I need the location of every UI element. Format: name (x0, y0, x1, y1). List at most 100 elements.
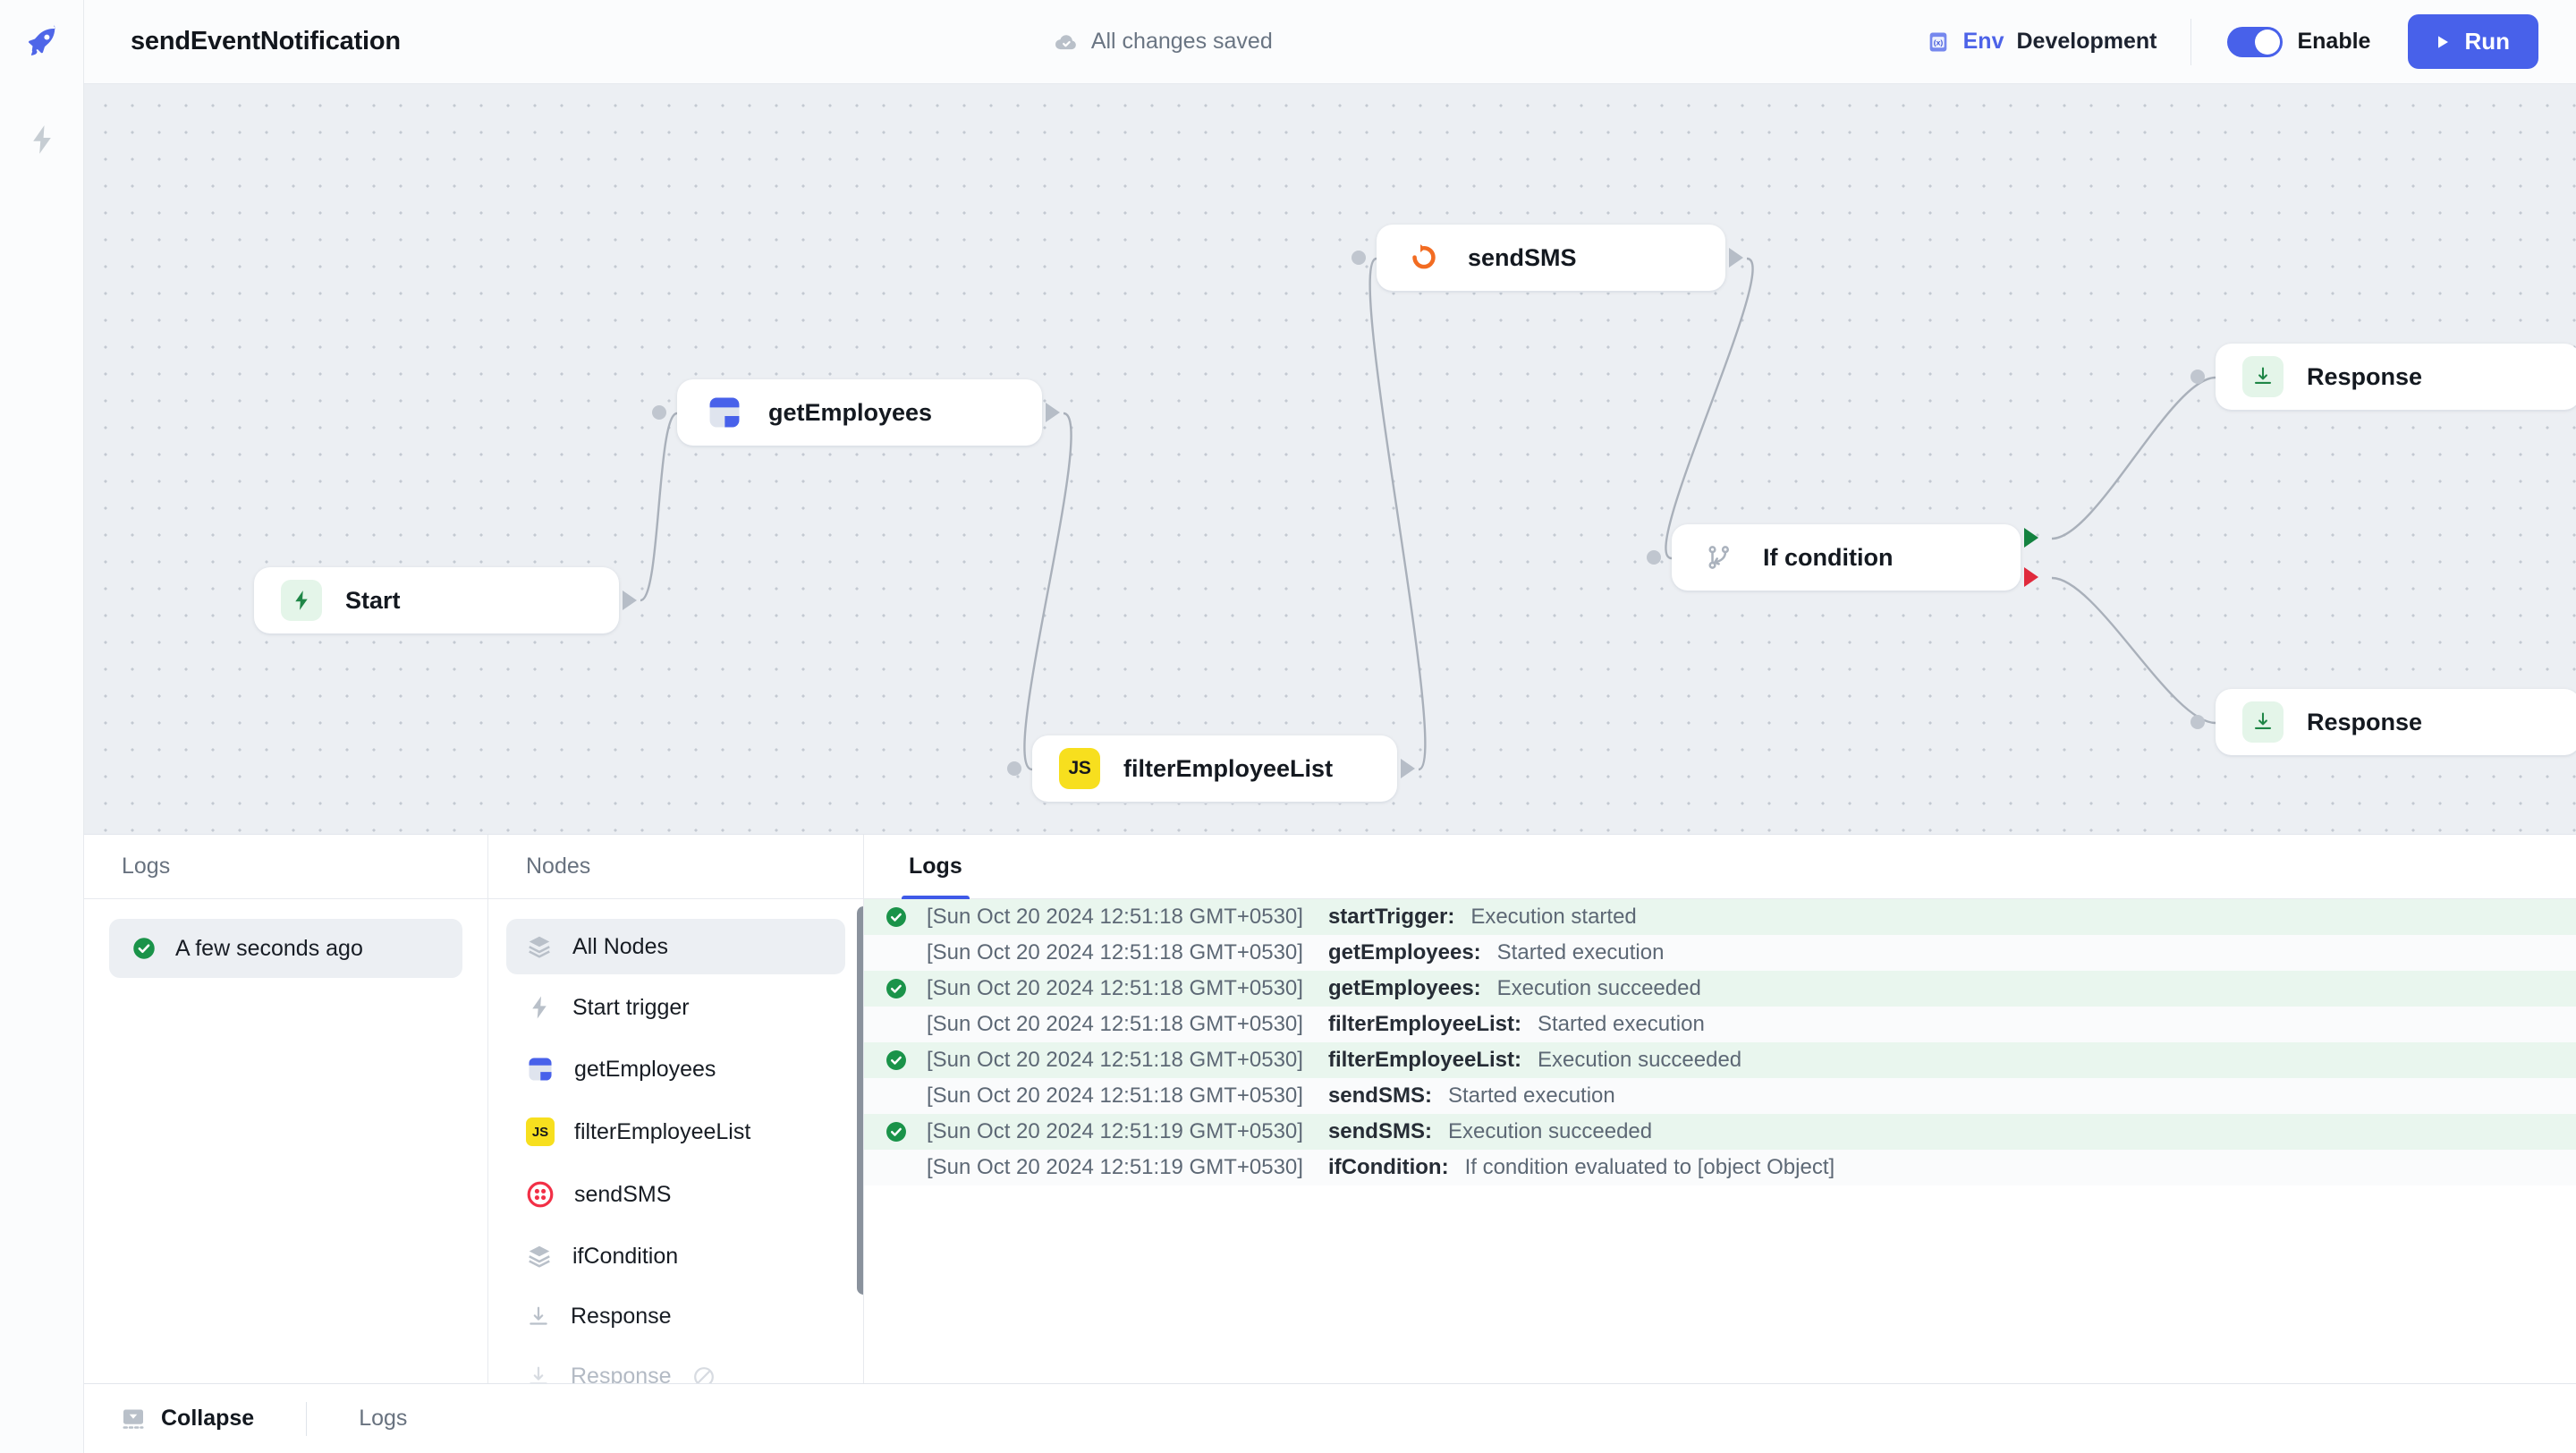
node-list-item-all-nodes[interactable]: All Nodes (506, 919, 845, 974)
main-area: Start getEmployees (0, 84, 2576, 1453)
disabled-icon (693, 1366, 714, 1383)
canvas-node-ifcondition[interactable]: If condition (1647, 524, 2038, 591)
log-node-name: filterEmployeeList: (1327, 1012, 1521, 1036)
canvas-node-label: sendSMS (1468, 243, 1577, 271)
sidebar-item-triggers[interactable] (17, 115, 67, 165)
node-list-item-label: All Nodes (572, 933, 668, 959)
twilio-icon (527, 1181, 554, 1208)
variable-icon: (x) (1929, 32, 1946, 51)
logs-panel: Logs [Sun Oct 20 2024 12:51:18 GMT+0530]… (864, 835, 2576, 1383)
enable-toggle-label: Enable (2297, 29, 2371, 54)
lightning-bolt-icon (281, 580, 322, 621)
log-message: Started execution (1538, 1012, 1705, 1036)
logs-panel-body[interactable]: [Sun Oct 20 2024 12:51:18 GMT+0530] star… (864, 899, 2576, 1383)
canvas-node-label: If condition (1763, 543, 1894, 571)
log-message: Execution succeeded (1496, 976, 1701, 1000)
log-row: [Sun Oct 20 2024 12:51:18 GMT+0530] filt… (864, 1042, 2576, 1078)
node-input-port[interactable] (2190, 370, 2205, 384)
log-row: [Sun Oct 20 2024 12:51:18 GMT+0530] filt… (864, 1007, 2576, 1042)
nodes-list: All Nodes Start trigger (488, 899, 863, 1383)
svg-text:(x): (x) (1933, 38, 1943, 47)
canvas-node-start[interactable]: Start (254, 567, 637, 633)
node-output-arrow[interactable] (1401, 759, 1415, 778)
canvas-node-filteremployeelist[interactable]: JS filterEmployeeList (1007, 735, 1415, 802)
toggle-knob (2255, 29, 2281, 55)
log-message: Execution succeeded (1447, 1119, 1653, 1143)
runs-panel-body: A few seconds ago (84, 899, 487, 1383)
node-list-item-getemployees[interactable]: getEmployees (506, 1041, 845, 1098)
log-row: [Sun Oct 20 2024 12:51:19 GMT+0530] ifCo… (864, 1150, 2576, 1185)
canvas-node-label: getEmployees (768, 398, 933, 426)
canvas-node-getemployees[interactable]: getEmployees (652, 379, 1060, 446)
nodes-panel-body: All Nodes Start trigger (488, 899, 863, 1383)
save-status: All changes saved (401, 29, 1926, 55)
env-selector[interactable]: (x) Env Development (1926, 29, 2157, 55)
tab-logs[interactable]: Logs (902, 835, 970, 900)
canvas-and-panels: Start getEmployees (84, 84, 2576, 1453)
tab-logs-label: Logs (909, 854, 962, 879)
success-check-icon (884, 1048, 914, 1073)
log-node-name: startTrigger: (1327, 905, 1455, 929)
canvas-node-sendsms[interactable]: sendSMS (1352, 225, 1743, 291)
tab-active-underline (902, 895, 970, 900)
node-list-item-label: ifCondition (572, 1243, 679, 1269)
run-list-item[interactable]: A few seconds ago (109, 919, 462, 978)
run-list-item-label: A few seconds ago (175, 935, 363, 961)
log-row: [Sun Oct 20 2024 12:51:18 GMT+0530] getE… (864, 935, 2576, 971)
canvas-node-response-false[interactable]: Response (2190, 689, 2576, 755)
lightning-icon (532, 996, 547, 1019)
log-node-name: ifCondition: (1327, 1155, 1449, 1179)
log-timestamp: [Sun Oct 20 2024 12:51:18 GMT+0530] (927, 1083, 1303, 1108)
enable-toggle[interactable] (2227, 26, 2284, 57)
success-check-icon (884, 905, 914, 930)
canvas-node-label: Start (345, 586, 401, 614)
node-output-arrow-true[interactable] (2024, 528, 2038, 548)
log-row: [Sun Oct 20 2024 12:51:18 GMT+0530] star… (864, 899, 2576, 935)
app-logo[interactable] (0, 0, 84, 84)
node-output-arrow[interactable] (1046, 403, 1060, 422)
success-check-icon (884, 1119, 914, 1144)
lightning-icon (32, 125, 51, 154)
log-node-name: sendSMS: (1327, 1083, 1432, 1108)
node-input-port[interactable] (1007, 761, 1021, 776)
js-icon: JS (526, 1117, 555, 1146)
collapse-button-label: Collapse (161, 1406, 255, 1431)
nodes-scrollbar[interactable] (857, 906, 863, 1295)
log-node-name: filterEmployeeList: (1327, 1048, 1521, 1072)
toolbar-divider (2190, 18, 2192, 65)
node-list-item-filteremployeelist[interactable]: JS filterEmployeeList (506, 1103, 845, 1160)
canvas-node-label: Response (2307, 362, 2423, 390)
canvas-node-label: Response (2307, 708, 2423, 735)
canvas-node-response-true[interactable]: Response (2190, 344, 2576, 410)
run-button-label: Run (2464, 28, 2510, 55)
node-output-arrow-false[interactable] (2024, 567, 2038, 587)
node-input-port[interactable] (1352, 251, 1366, 265)
git-branch-icon (1699, 537, 1740, 578)
log-row: [Sun Oct 20 2024 12:51:18 GMT+0530] send… (864, 1078, 2576, 1114)
cloud-check-icon (1055, 34, 1076, 49)
success-check-icon (884, 976, 914, 1001)
node-list-item-start-trigger[interactable]: Start trigger (506, 980, 845, 1035)
logs-panel-header: Logs (864, 835, 2576, 900)
success-check-icon (133, 938, 155, 959)
log-node-name: getEmployees: (1327, 976, 1481, 1000)
footer-divider (306, 1401, 308, 1436)
footer-logs-tab[interactable]: Logs (359, 1406, 408, 1431)
log-row: [Sun Oct 20 2024 12:51:18 GMT+0530] getE… (864, 971, 2576, 1007)
collapse-button[interactable]: Collapse (120, 1406, 254, 1432)
run-button[interactable]: Run (2408, 14, 2538, 69)
enable-toggle-group: Enable (2227, 26, 2371, 57)
node-input-port[interactable] (2190, 715, 2205, 729)
node-list-item-ifcondition[interactable]: ifCondition (506, 1228, 845, 1284)
response-icon (2242, 356, 2284, 397)
node-input-port[interactable] (1647, 550, 1661, 565)
workflow-canvas[interactable]: Start getEmployees (84, 84, 2576, 834)
log-timestamp: [Sun Oct 20 2024 12:51:18 GMT+0530] (927, 940, 1303, 964)
node-output-arrow[interactable] (623, 591, 637, 610)
node-list-item-sendsms[interactable]: sendSMS (506, 1166, 845, 1223)
node-output-arrow[interactable] (1729, 248, 1743, 268)
node-list-item-response[interactable]: Response (506, 1289, 845, 1344)
node-list-item-response-disabled[interactable]: Response (506, 1349, 845, 1383)
runs-panel-title: Logs (122, 854, 171, 879)
node-input-port[interactable] (652, 405, 666, 420)
